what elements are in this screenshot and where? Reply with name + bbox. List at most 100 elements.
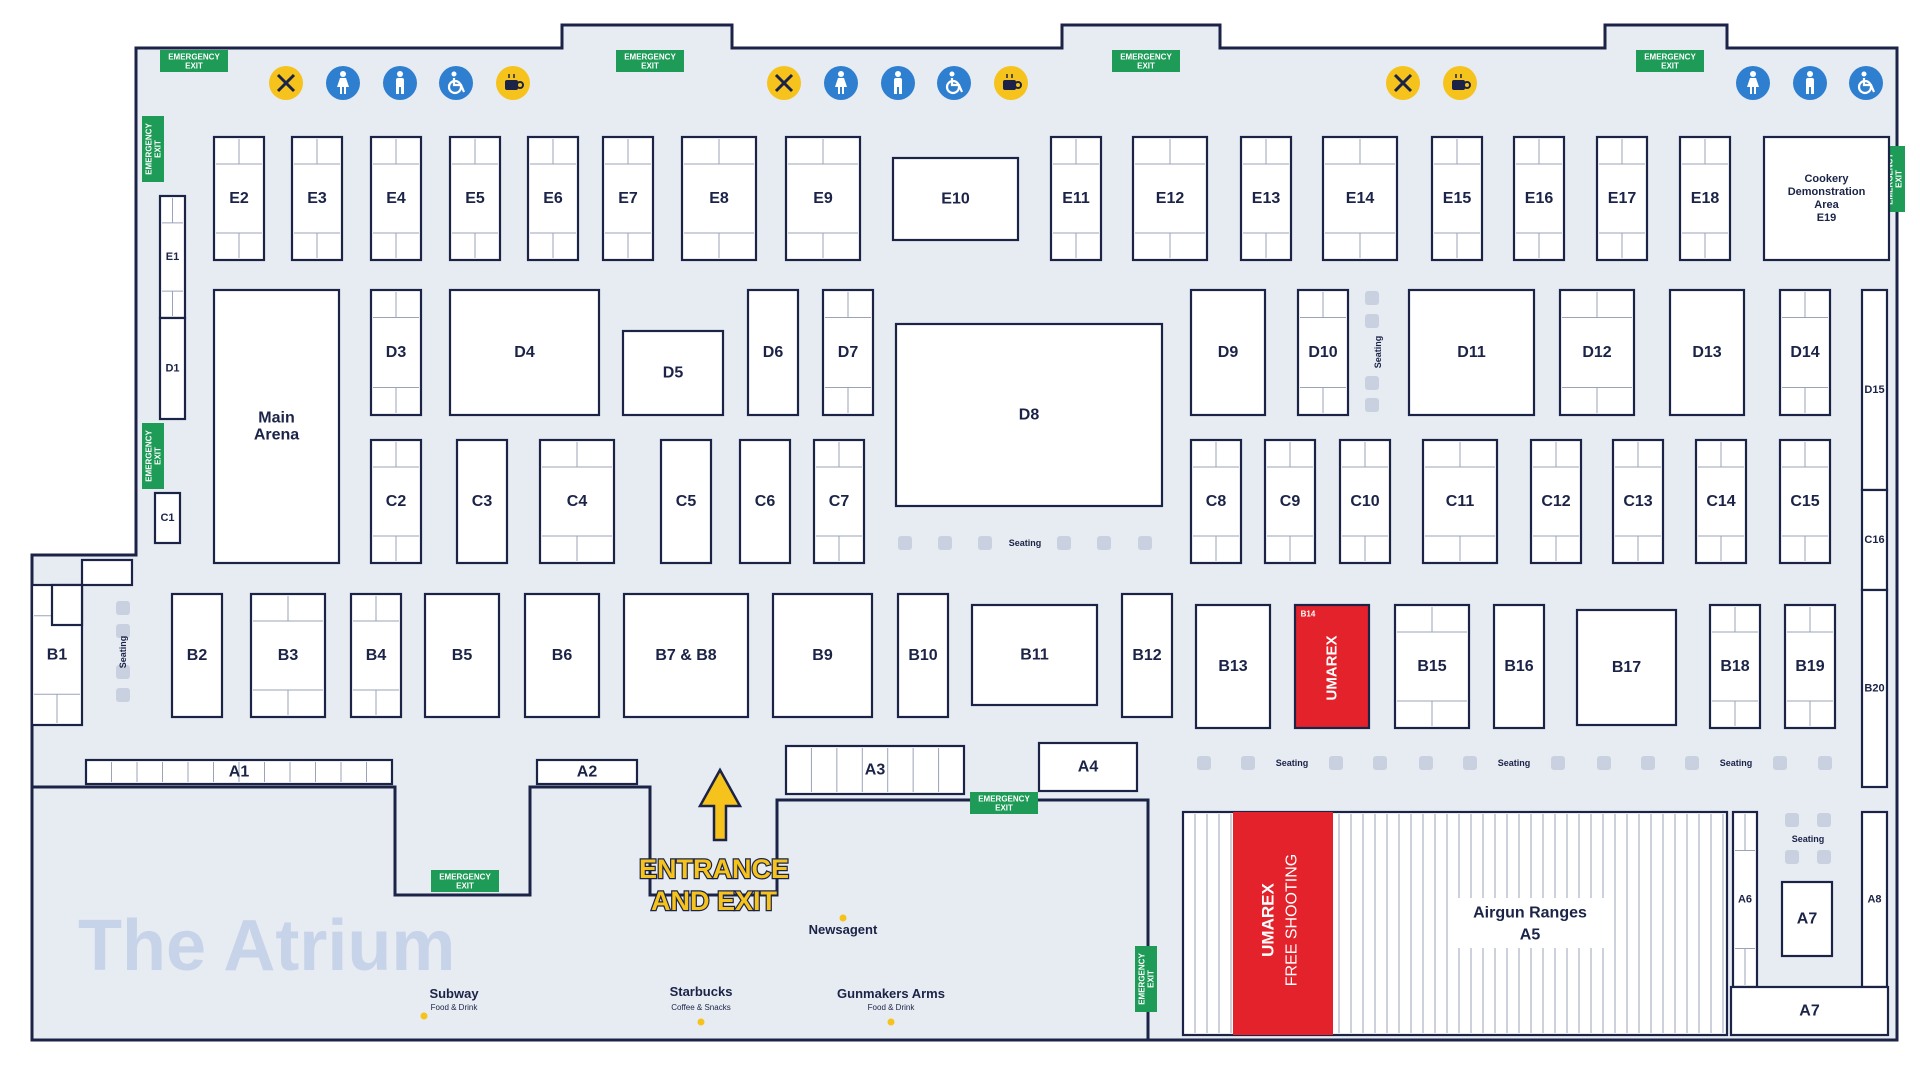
stand-e10[interactable]: E10 xyxy=(891,156,1020,242)
stand-b13[interactable]: B13 xyxy=(1194,603,1272,730)
stand-label: C10 xyxy=(1350,493,1379,510)
stand-b20[interactable]: B20 xyxy=(1860,588,1889,789)
stand-c11[interactable]: C11 xyxy=(1421,438,1499,565)
stand-b17[interactable]: B17 xyxy=(1575,608,1678,727)
stand-d7[interactable]: D7 xyxy=(821,288,875,417)
stand-e12[interactable]: E12 xyxy=(1131,135,1209,262)
stand-c1[interactable]: C1 xyxy=(153,491,182,545)
stand-d9[interactable]: D9 xyxy=(1189,288,1267,417)
stand-a3[interactable]: A3 xyxy=(784,744,966,796)
seat-icon xyxy=(1785,813,1799,827)
venue-subway[interactable]: Subway Food & Drink xyxy=(420,986,480,1020)
stand-c14[interactable]: C14 xyxy=(1694,438,1748,565)
stand-d10[interactable]: D10 xyxy=(1296,288,1350,417)
stand-label: B14 xyxy=(1301,610,1316,619)
stand-c4[interactable]: C4 xyxy=(538,438,616,565)
umarex-free-shooting-lane[interactable] xyxy=(1233,812,1333,1035)
stand-a2[interactable]: A2 xyxy=(535,758,639,786)
stand-d1[interactable]: D1 xyxy=(158,316,187,421)
stand-b9[interactable]: B9 xyxy=(771,592,874,719)
stand-e5[interactable]: E5 xyxy=(448,135,502,262)
stand-c10[interactable]: C10 xyxy=(1338,438,1392,565)
stand-c8[interactable]: C8 xyxy=(1189,438,1243,565)
stand-e9[interactable]: E9 xyxy=(784,135,862,262)
seat-icon xyxy=(1817,850,1831,864)
stand-d13[interactable]: D13 xyxy=(1668,288,1746,417)
venue-gunmakers-arms[interactable]: Gunmakers Arms Food & Drink xyxy=(837,986,945,1026)
stand-c2[interactable]: C2 xyxy=(369,438,423,565)
stand-e11[interactable]: E11 xyxy=(1049,135,1103,262)
stand-b12[interactable]: B12 xyxy=(1120,592,1174,719)
stand-a4[interactable]: A4 xyxy=(1037,741,1139,793)
restaurant-icon xyxy=(767,66,801,100)
venue-newsagent[interactable]: Newsagent xyxy=(809,914,878,938)
stand-d15[interactable]: D15 xyxy=(1860,288,1889,492)
stand-a8[interactable]: A8 xyxy=(1860,810,1889,989)
venue-starbucks[interactable]: Starbucks Coffee & Snacks xyxy=(670,984,733,1026)
stand-e16[interactable]: E16 xyxy=(1512,135,1566,262)
stand-c7[interactable]: C7 xyxy=(812,438,866,565)
stand-e18[interactable]: E18 xyxy=(1678,135,1732,262)
seat-icon xyxy=(1818,756,1832,770)
stand-e3[interactable]: E3 xyxy=(290,135,344,262)
range-label-bg xyxy=(1450,898,1610,948)
stand-d4[interactable]: D4 xyxy=(448,288,601,417)
stand-d5[interactable]: D5 xyxy=(621,329,725,417)
stand-outline xyxy=(1120,592,1174,719)
stand-c9[interactable]: C9 xyxy=(1263,438,1317,565)
seat-icon xyxy=(1329,756,1343,770)
stand-d12[interactable]: D12 xyxy=(1558,288,1636,417)
stand-label: E8 xyxy=(709,190,729,207)
stand-c13[interactable]: C13 xyxy=(1611,438,1665,565)
stand-e8[interactable]: E8 xyxy=(680,135,758,262)
stand-b3[interactable]: B3 xyxy=(249,592,327,719)
stand-label: B7 & B8 xyxy=(655,647,716,664)
stand-c15[interactable]: C15 xyxy=(1778,438,1832,565)
stand-e1[interactable]: E1 xyxy=(158,194,187,320)
accessible-toilet-icon xyxy=(1849,66,1883,100)
seating-label: Seating xyxy=(1276,758,1309,768)
stand-e2[interactable]: E2 xyxy=(212,135,266,262)
stand-c3[interactable]: C3 xyxy=(455,438,509,565)
umarex-logo: UMAREX xyxy=(1324,635,1341,700)
stand-b16[interactable]: B16 xyxy=(1492,603,1546,730)
stand-b11[interactable]: B11 xyxy=(970,603,1099,707)
stand-b15[interactable]: B15 xyxy=(1393,603,1471,730)
stand-label: A1 xyxy=(229,764,250,781)
stand-d6[interactable]: D6 xyxy=(746,288,800,417)
stand-b6[interactable]: B6 xyxy=(523,592,601,719)
stand-e13[interactable]: E13 xyxy=(1239,135,1293,262)
stand-d11[interactable]: D11 xyxy=(1407,288,1536,417)
stand-b7b8[interactable]: B7 & B8 xyxy=(622,592,750,719)
stand-e6[interactable]: E6 xyxy=(526,135,580,262)
stand-d14[interactable]: D14 xyxy=(1778,288,1832,417)
stand-c16[interactable]: C16 xyxy=(1860,488,1889,592)
stand-b10[interactable]: B10 xyxy=(896,592,950,719)
stand-e7[interactable]: E7 xyxy=(601,135,655,262)
stand-c6[interactable]: C6 xyxy=(738,438,792,565)
stand-b5[interactable]: B5 xyxy=(423,592,501,719)
seating-area-b13: Seating xyxy=(1197,756,1343,770)
stand-a1[interactable]: A1 xyxy=(84,758,394,786)
stand-label: E5 xyxy=(465,190,485,207)
stand-e4[interactable]: E4 xyxy=(369,135,423,262)
stand-d8[interactable]: D8 xyxy=(894,322,1164,508)
stand-b18[interactable]: B18 xyxy=(1708,603,1762,730)
ladies-toilet-icon xyxy=(1736,66,1770,100)
stand-b19[interactable]: B19 xyxy=(1783,603,1837,730)
stand-e14[interactable]: E14 xyxy=(1321,135,1399,262)
stand-b2[interactable]: B2 xyxy=(170,592,224,719)
stand-b4[interactable]: B4 xyxy=(349,592,403,719)
stand-e17[interactable]: E17 xyxy=(1595,135,1649,262)
stand-e15[interactable]: E15 xyxy=(1430,135,1484,262)
stand-c12[interactable]: C12 xyxy=(1529,438,1583,565)
stand-c5[interactable]: C5 xyxy=(659,438,713,565)
stand-a7[interactable]: A7 xyxy=(1729,985,1890,1037)
stand-d3[interactable]: D3 xyxy=(369,288,423,417)
stand-a6[interactable]: A6 xyxy=(1731,810,1759,989)
stand-a7[interactable]: A7 xyxy=(1780,880,1834,958)
